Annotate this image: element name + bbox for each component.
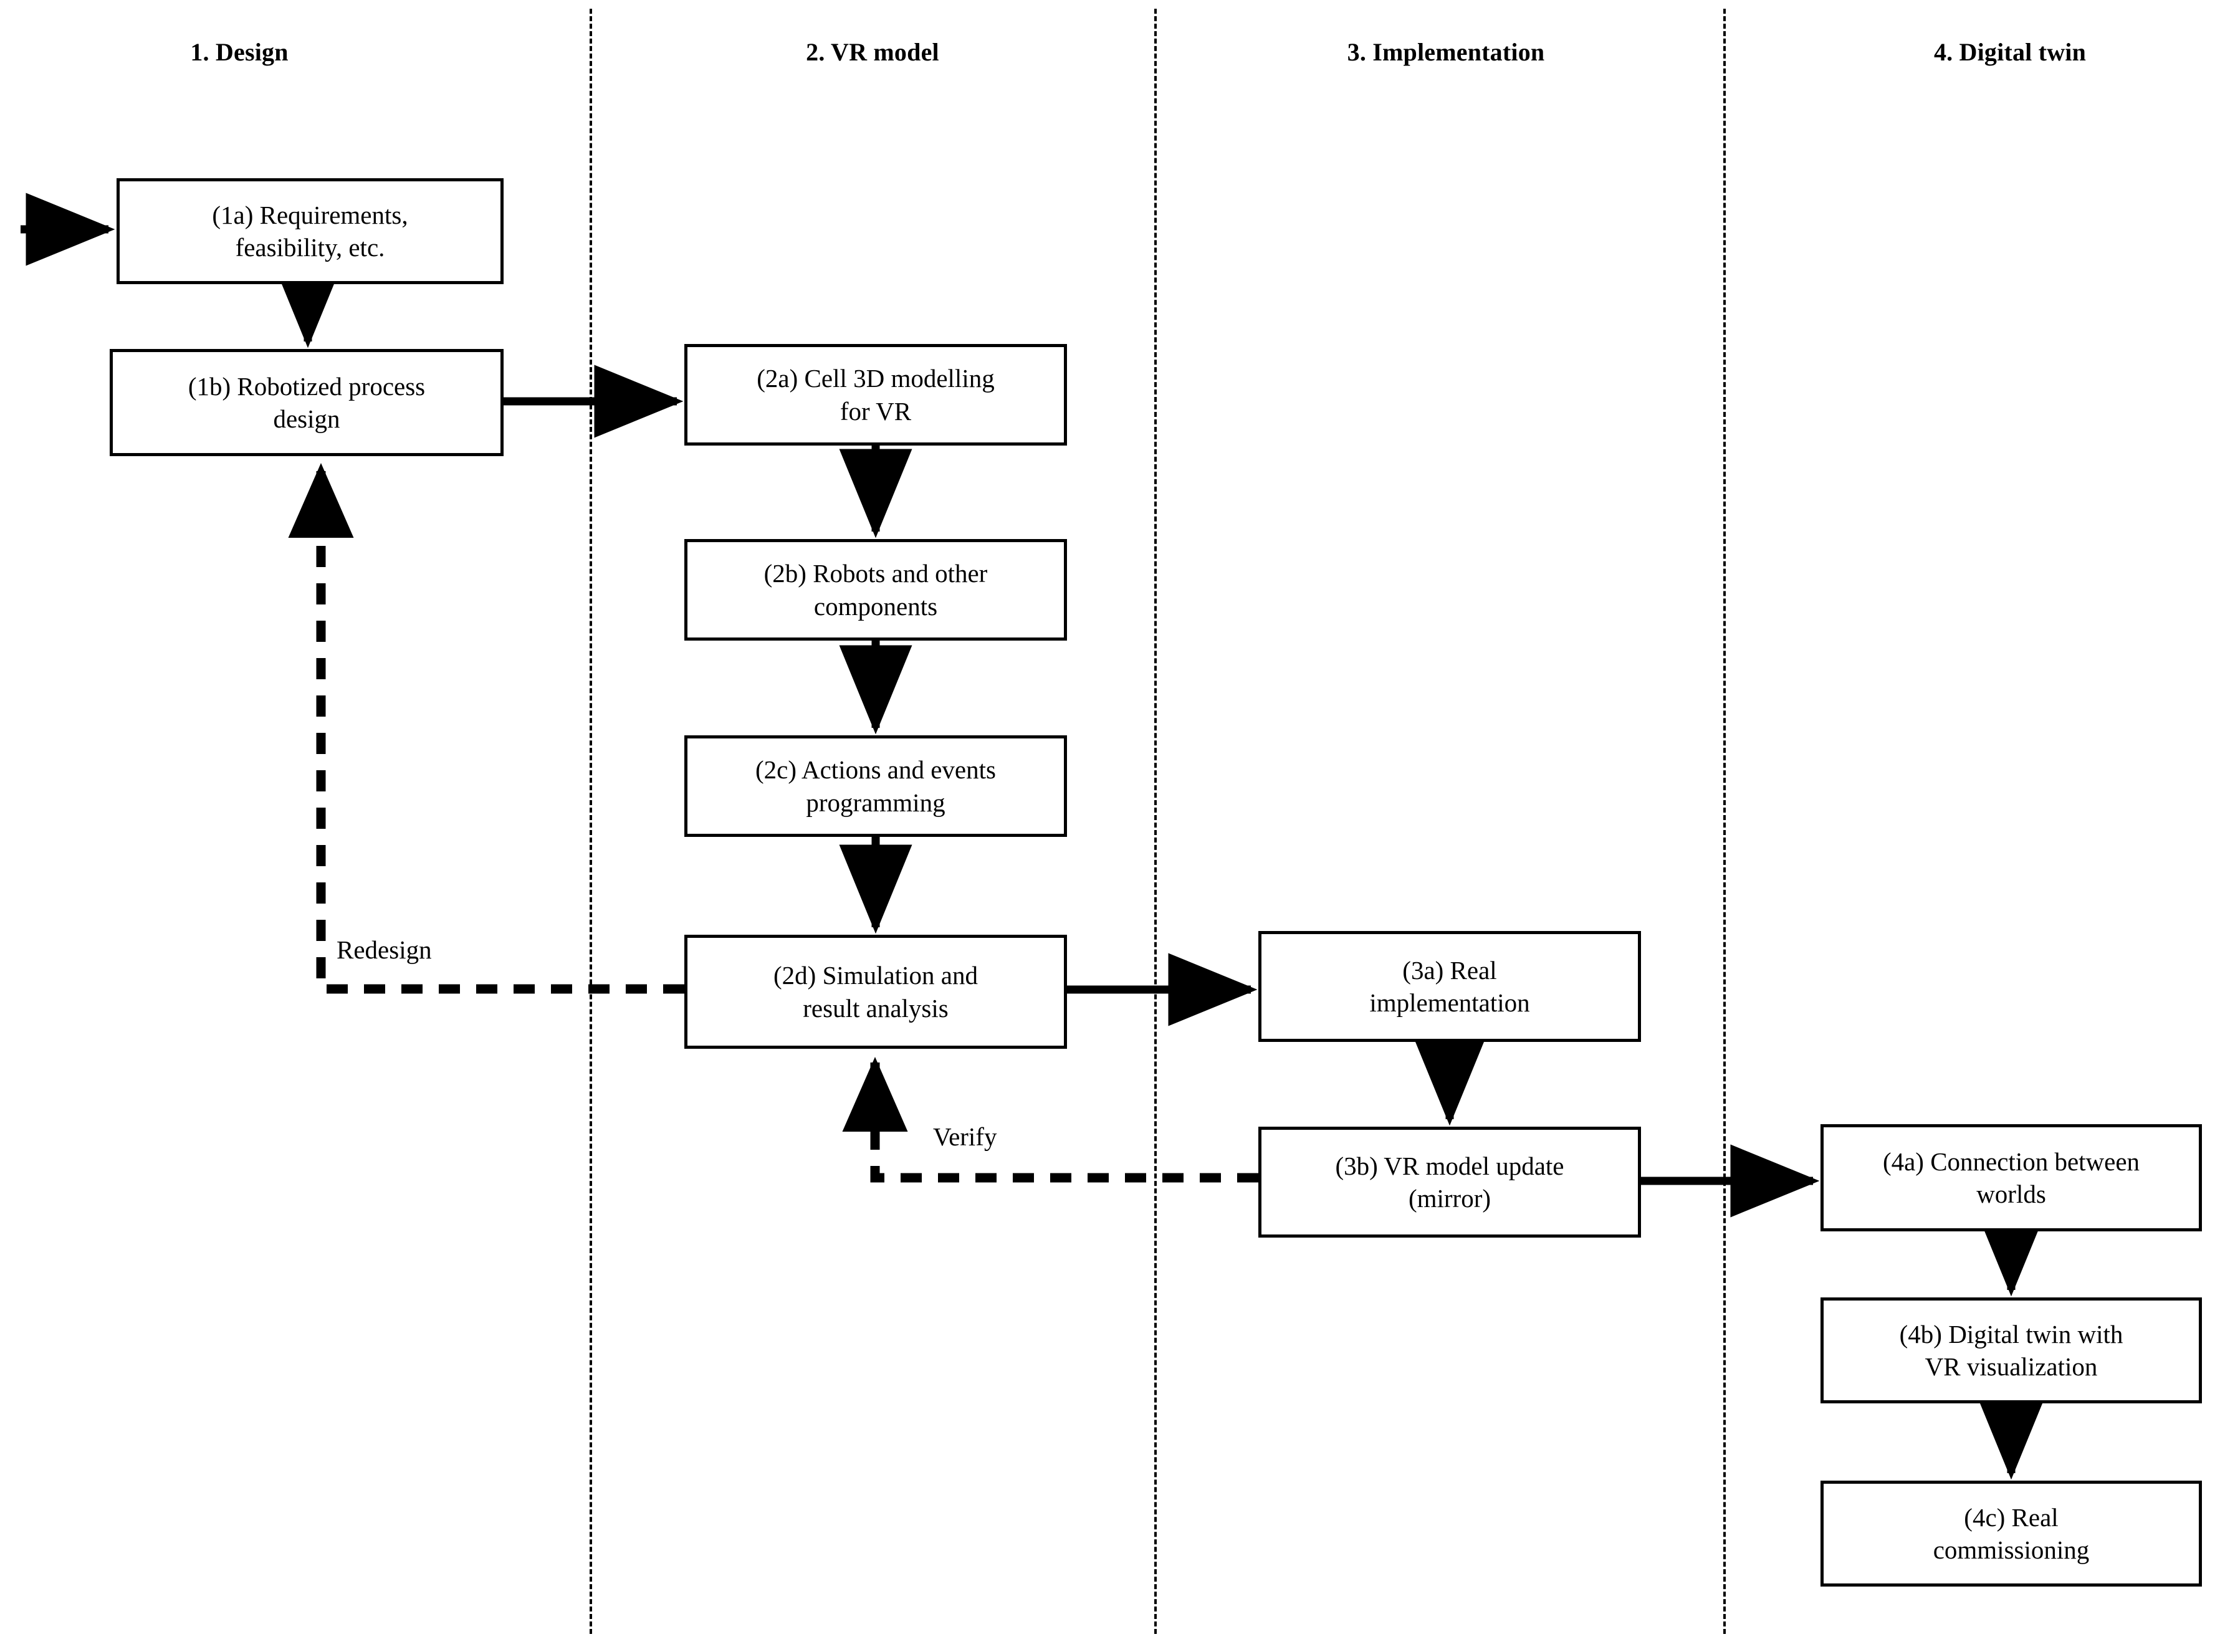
node-1a-requirements[interactable]: (1a) Requirements, feasibility, etc.	[117, 178, 504, 284]
node-3b-line2: (mirror)	[1408, 1184, 1491, 1213]
phase-title-1: 1. Design	[190, 38, 289, 66]
arrow-verify-feedback	[842, 1057, 1258, 1183]
node-2b-robots-and-components[interactable]: (2b) Robots and other components	[684, 539, 1067, 641]
node-3b-line1: (3b) VR model update	[1335, 1151, 1564, 1180]
node-2c-actions-events-programming[interactable]: (2c) Actions and events programming	[684, 735, 1067, 837]
node-4b-line1: (4b) Digital twin with	[1899, 1319, 2123, 1349]
node-1b-robotized-process-design[interactable]: (1b) Robotized process design	[110, 349, 504, 456]
node-3a-real-implementation[interactable]: (3a) Real implementation	[1258, 931, 1641, 1042]
phase-title-2: 2. VR model	[806, 38, 939, 66]
node-4a-line1: (4a) Connection between	[1882, 1147, 2140, 1176]
node-1b-line1: (1b) Robotized process	[188, 371, 426, 401]
node-2d-simulation-result-analysis[interactable]: (2d) Simulation and result analysis	[684, 935, 1067, 1049]
node-4b-line2: VR visualization	[1925, 1352, 2098, 1381]
arrow-redesign-feedback	[288, 463, 684, 994]
node-4a-connection-between-worlds[interactable]: (4a) Connection between worlds	[1820, 1124, 2202, 1231]
node-2d-line1: (2d) Simulation and	[773, 961, 978, 990]
node-2c-line1: (2c) Actions and events	[755, 755, 996, 785]
node-3b-vr-model-update[interactable]: (3b) VR model update (mirror)	[1258, 1127, 1641, 1238]
node-2a-cell-3d-modelling[interactable]: (2a) Cell 3D modelling for VR	[684, 344, 1067, 446]
edge-label-verify: Verify	[933, 1122, 997, 1151]
node-2a-line1: (2a) Cell 3D modelling	[757, 364, 995, 393]
column-divider-3	[1723, 9, 1726, 1634]
node-4a-line2: worlds	[1976, 1180, 2046, 1208]
column-divider-2	[1154, 9, 1157, 1634]
node-1a-line2: feasibility, etc.	[235, 233, 385, 262]
node-4c-line1: (4c) Real	[1964, 1502, 2059, 1532]
phase-title-4: 4. Digital twin	[1933, 38, 2087, 66]
node-2c-line2: programming	[806, 788, 945, 817]
node-4b-digital-twin-vr-visualization[interactable]: (4b) Digital twin with VR visualization	[1820, 1297, 2202, 1403]
node-3a-line1: (3a) Real	[1402, 955, 1497, 985]
node-2a-line2: for VR	[840, 396, 912, 426]
column-divider-1	[590, 9, 592, 1634]
node-4c-real-commissioning[interactable]: (4c) Real commissioning	[1820, 1481, 2202, 1587]
node-4c-line2: commissioning	[1933, 1535, 2090, 1564]
node-2d-line2: result analysis	[803, 993, 949, 1023]
node-2b-line1: (2b) Robots and other	[763, 559, 988, 588]
node-1b-line2: design	[273, 404, 340, 433]
phase-title-3: 3. Implementation	[1347, 38, 1545, 66]
node-2b-line2: components	[813, 591, 938, 621]
edge-label-redesign: Redesign	[337, 935, 432, 964]
node-1a-line1: (1a) Requirements,	[212, 200, 408, 229]
node-3a-line2: implementation	[1369, 988, 1530, 1017]
